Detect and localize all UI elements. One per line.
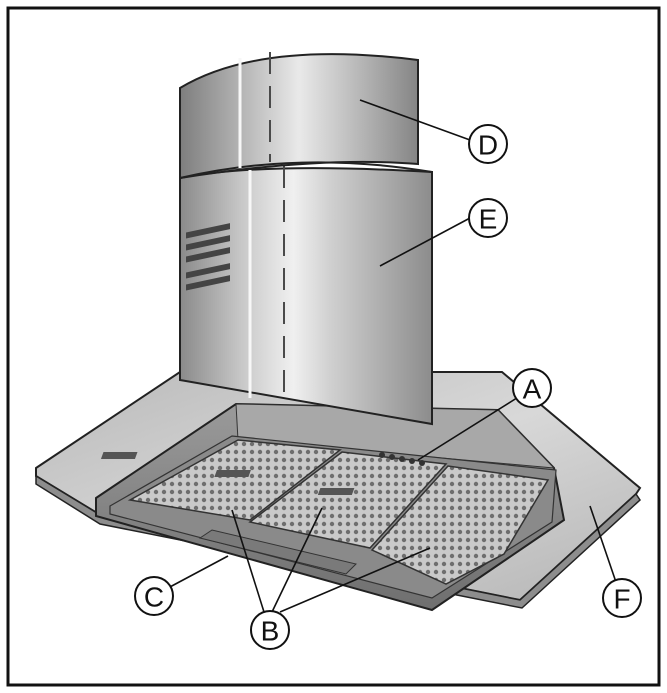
control-panel xyxy=(379,452,425,466)
leader-line-c xyxy=(167,555,229,589)
callout-f: F xyxy=(602,578,642,618)
control-button xyxy=(409,458,415,464)
control-button xyxy=(379,452,385,458)
lower-chimney xyxy=(179,166,433,426)
leader-line-b xyxy=(231,509,265,613)
control-button xyxy=(399,456,405,462)
callout-c-label: C xyxy=(144,582,164,613)
leader-line-e xyxy=(379,217,471,267)
callout-e: E xyxy=(468,198,508,238)
leader-line-d xyxy=(359,99,471,141)
upper-chimney xyxy=(179,52,433,180)
leader-line-b xyxy=(279,547,431,613)
callout-d: D xyxy=(468,124,508,164)
chimney-vent xyxy=(186,223,230,291)
callout-b: B xyxy=(250,610,290,650)
callout-a: A xyxy=(512,368,552,408)
filter-handle xyxy=(317,488,355,495)
leader-lines xyxy=(167,99,619,613)
filter-handle xyxy=(214,470,251,477)
grease-filter-left xyxy=(127,439,342,521)
callout-a-label: A xyxy=(523,374,542,405)
callout-e-label: E xyxy=(479,204,498,235)
callout-f-label: F xyxy=(613,584,630,615)
grease-filter-center xyxy=(248,451,448,549)
lighting-strip xyxy=(198,529,357,575)
filter-handle xyxy=(100,452,138,459)
callout-d-label: D xyxy=(478,130,498,161)
control-button xyxy=(419,460,425,466)
leader-line-b xyxy=(271,507,323,613)
control-button xyxy=(389,454,395,460)
leader-line-a xyxy=(417,395,521,461)
callout-b-label: B xyxy=(261,616,280,647)
leader-line-f xyxy=(589,505,619,589)
callout-c: C xyxy=(134,576,174,616)
